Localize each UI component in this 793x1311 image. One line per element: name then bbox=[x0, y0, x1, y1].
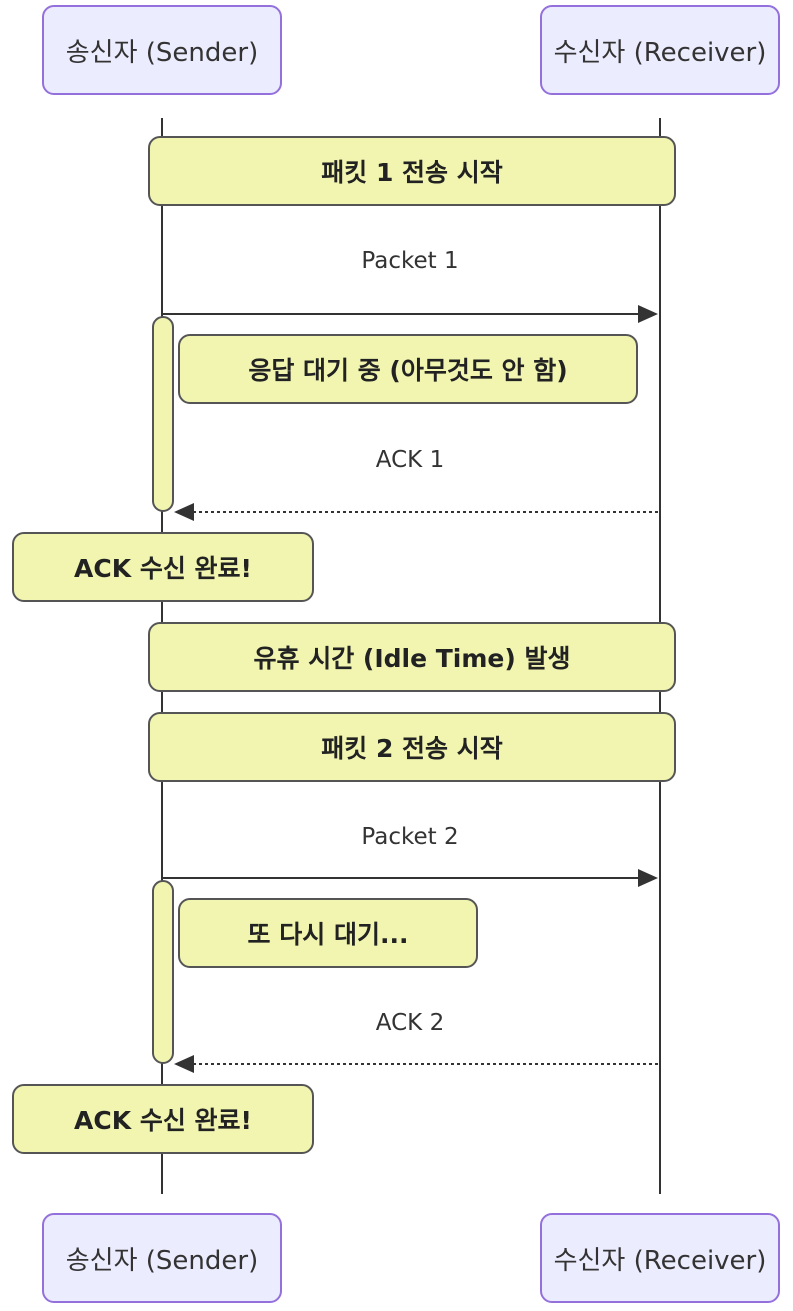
note-waiting: 응답 대기 중 (아무것도 안 함) bbox=[178, 334, 638, 404]
message-label-packet1: Packet 1 bbox=[361, 248, 459, 274]
note-packet1-start: 패킷 1 전송 시작 bbox=[148, 136, 676, 206]
message-label-ack1: ACK 1 bbox=[375, 447, 445, 473]
note-ack1-received: ACK 수신 완료! bbox=[12, 532, 314, 602]
arrow-packet1 bbox=[163, 305, 658, 323]
note-ack2-received-text: ACK 수신 완료! bbox=[74, 1106, 252, 1135]
note-ack2-received: ACK 수신 완료! bbox=[12, 1084, 314, 1154]
arrow-ack2 bbox=[174, 1055, 658, 1073]
note-wait-again-text: 또 다시 대기... bbox=[247, 920, 409, 949]
sender-actor-label: 송신자 (Sender) bbox=[65, 37, 259, 68]
arrow-ack1 bbox=[174, 503, 658, 521]
receiver-actor-top: 수신자 (Receiver) bbox=[540, 5, 780, 95]
message-label-ack2: ACK 2 bbox=[375, 1010, 445, 1036]
note-ack1-received-text: ACK 수신 완료! bbox=[74, 554, 252, 583]
sender-activation-1 bbox=[152, 316, 174, 512]
receiver-actor-bottom-label: 수신자 (Receiver) bbox=[553, 1245, 767, 1276]
note-packet2-start: 패킷 2 전송 시작 bbox=[148, 712, 676, 782]
sender-activation-2 bbox=[152, 880, 174, 1064]
note-idle-time-text: 유휴 시간 (Idle Time) 발생 bbox=[253, 644, 571, 673]
note-packet2-start-text: 패킷 2 전송 시작 bbox=[321, 734, 503, 763]
sender-actor-bottom: 송신자 (Sender) bbox=[42, 1213, 282, 1303]
arrow-packet2 bbox=[163, 869, 658, 887]
note-idle-time: 유휴 시간 (Idle Time) 발생 bbox=[148, 622, 676, 692]
message-label-packet2: Packet 2 bbox=[361, 824, 459, 850]
sender-actor-top: 송신자 (Sender) bbox=[42, 5, 282, 95]
note-packet1-start-text: 패킷 1 전송 시작 bbox=[321, 158, 503, 187]
receiver-actor-label: 수신자 (Receiver) bbox=[553, 37, 767, 68]
note-waiting-text: 응답 대기 중 (아무것도 안 함) bbox=[248, 356, 568, 385]
receiver-actor-bottom: 수신자 (Receiver) bbox=[540, 1213, 780, 1303]
sender-actor-bottom-label: 송신자 (Sender) bbox=[65, 1245, 259, 1276]
note-wait-again: 또 다시 대기... bbox=[178, 898, 478, 968]
